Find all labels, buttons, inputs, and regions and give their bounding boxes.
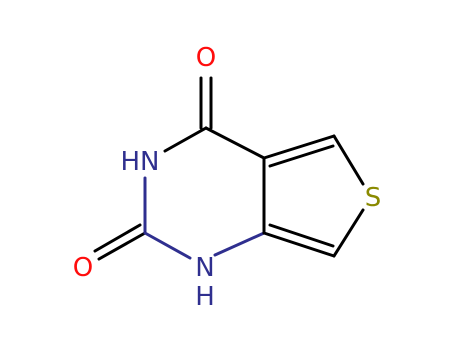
bond-n1-c7a: [213, 231, 266, 257]
bond-c5-s: [332, 134, 365, 186]
bond-c2-n1: [143, 231, 192, 260]
atom-h-lower: H: [195, 282, 215, 312]
atom-o-left: O: [73, 253, 93, 283]
bond-c4a-c4: [204, 126, 266, 160]
bond-s-c7: [332, 208, 365, 258]
atom-n-lower: N: [195, 253, 214, 283]
bond-c2-o-a: [97, 231, 147, 261]
atom-nh-upper: HN: [121, 147, 160, 177]
bond-c4a-c5-b: [268, 144, 335, 168]
bond-c4-n3: [163, 126, 208, 153]
atom-o-top: O: [196, 43, 216, 73]
bond-c7-c7a-b: [268, 223, 335, 248]
bond-c7-c7a-a: [262, 231, 336, 258]
bond-c2-o-b: [93, 223, 142, 253]
bonds: [93, 76, 365, 261]
bond-c4a-c5-a: [262, 134, 336, 160]
atom-s: S: [365, 183, 382, 213]
